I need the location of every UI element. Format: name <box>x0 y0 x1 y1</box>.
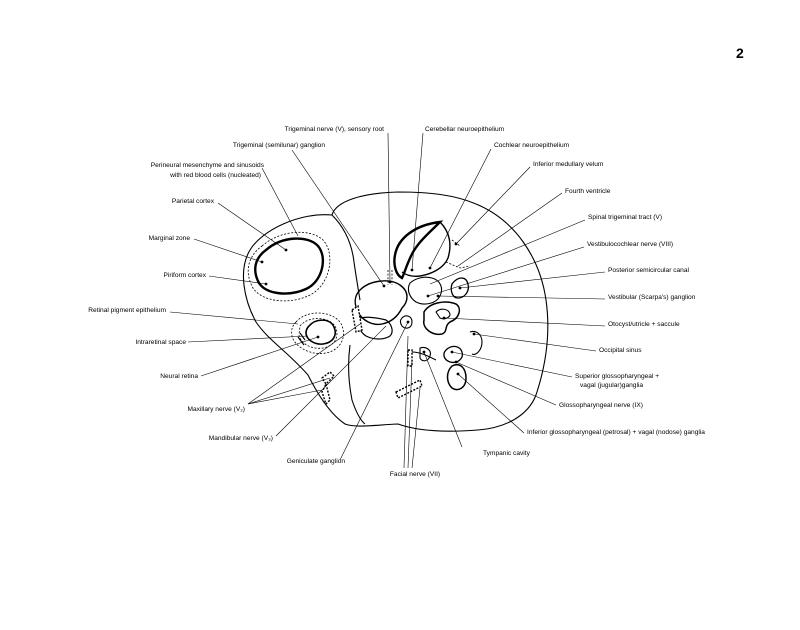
leader-lines <box>169 132 606 469</box>
otocyst-inner <box>435 308 451 320</box>
label-inferior-medullary: Inferior medullary velum <box>533 161 604 168</box>
trigeminal-root-dashed <box>387 270 393 285</box>
tympanic-cavity <box>419 346 431 362</box>
label-posterior-semicircular: Posterior semicircular canal <box>608 267 690 274</box>
maxillary-nerve-branch <box>321 381 331 406</box>
eye-dashed-inner <box>298 318 338 349</box>
label-superior-gloss-2: vagal (jugular)ganglia <box>580 382 643 389</box>
label-maxillary-nerve: Maxillary nerve (V₂) <box>187 406 245 413</box>
facial-nerve-segment <box>407 349 413 367</box>
label-perineural-1: Perineural mesenchyme and sinusoids <box>151 162 265 169</box>
label-fourth-ventricle: Fourth ventricle <box>565 188 611 195</box>
leader-dots <box>260 242 476 376</box>
ix-x-ganglia <box>443 345 467 391</box>
outer-outline <box>243 191 549 432</box>
label-geniculate-ganglion: Geniculate ganglion <box>287 458 346 465</box>
label-perineural-2: with red blood cells (nucleated) <box>169 172 261 179</box>
label-parietal-cortex: Parietal cortex <box>172 198 215 205</box>
label-otocyst: Otocyst/utricle + saccule <box>608 321 680 328</box>
forebrain-fold <box>331 214 361 301</box>
maxillary-nerve <box>321 371 335 386</box>
label-superior-gloss-1: Superior glossopharyngeal + <box>575 373 659 380</box>
label-tympanic-cavity: Tympanic cavity <box>483 450 531 457</box>
eye <box>291 312 344 354</box>
semicircular-canal <box>450 277 470 299</box>
label-vestibulocochlear: Vestibulocochlear nerve (VIII) <box>587 241 673 248</box>
label-marginal-zone: Marginal zone <box>149 235 191 242</box>
label-facial-nerve: Facial nerve (VII) <box>390 471 440 478</box>
superior-ganglion <box>443 345 464 364</box>
trigeminal-lower-lobe <box>357 316 393 340</box>
section-outlines <box>243 191 549 432</box>
label-occipital-sinus: Occipital sinus <box>599 347 642 354</box>
geniculate-knot <box>399 315 413 329</box>
label-vestibular-ganglion: Vestibular (Scarpa's) ganglion <box>608 294 696 301</box>
label-retinal-pigment: Retinal pigment epithelium <box>88 307 166 314</box>
label-cerebellar-neuro: Cerebellar neuroepithelium <box>425 126 505 133</box>
label-trigeminal-sensory-root: Trigeminal nerve (V), sensory root <box>285 126 385 133</box>
glossopharyngeal-nerve <box>411 351 437 361</box>
labels: Trigeminal nerve (V), sensory root Trige… <box>88 126 705 478</box>
fourth-ventricle-wall <box>401 221 451 277</box>
label-cochlear-neuro: Cochlear neuroepithelium <box>494 142 570 149</box>
label-glossopharyngeal: Glossopharyngeal nerve (IX) <box>559 402 643 409</box>
label-intraretinal-space: Intraretinal space <box>135 339 186 346</box>
label-inferior-gloss: Inferior glossopharyngeal (petrosal) + v… <box>527 429 705 436</box>
label-spinal-trigeminal: Spinal trigeminal tract (V) <box>588 214 662 221</box>
cortex-ring <box>254 237 325 295</box>
eye-ring <box>305 319 337 345</box>
cerebellar-plate <box>393 220 444 280</box>
otocyst <box>423 301 461 336</box>
cortex <box>247 231 331 302</box>
nerves <box>321 304 437 406</box>
facial-nerve-strip <box>395 379 423 399</box>
label-piriform-cortex: Piriform cortex <box>164 272 207 279</box>
label-trigeminal-ganglion: Trigeminal (semilunar) ganglion <box>233 142 325 149</box>
cortex-dashed-outer <box>247 231 331 302</box>
pharyngeal-contour <box>348 344 366 425</box>
mandibular-nerve <box>351 304 363 333</box>
label-neural-retina: Neural retina <box>160 373 198 380</box>
page-number: 2 <box>736 45 744 61</box>
occipital-sinus-shape <box>469 330 483 355</box>
inferior-ganglion <box>446 364 467 391</box>
hindbrain <box>393 220 483 355</box>
label-mandibular-nerve: Mandibular nerve (V₃) <box>209 435 273 442</box>
